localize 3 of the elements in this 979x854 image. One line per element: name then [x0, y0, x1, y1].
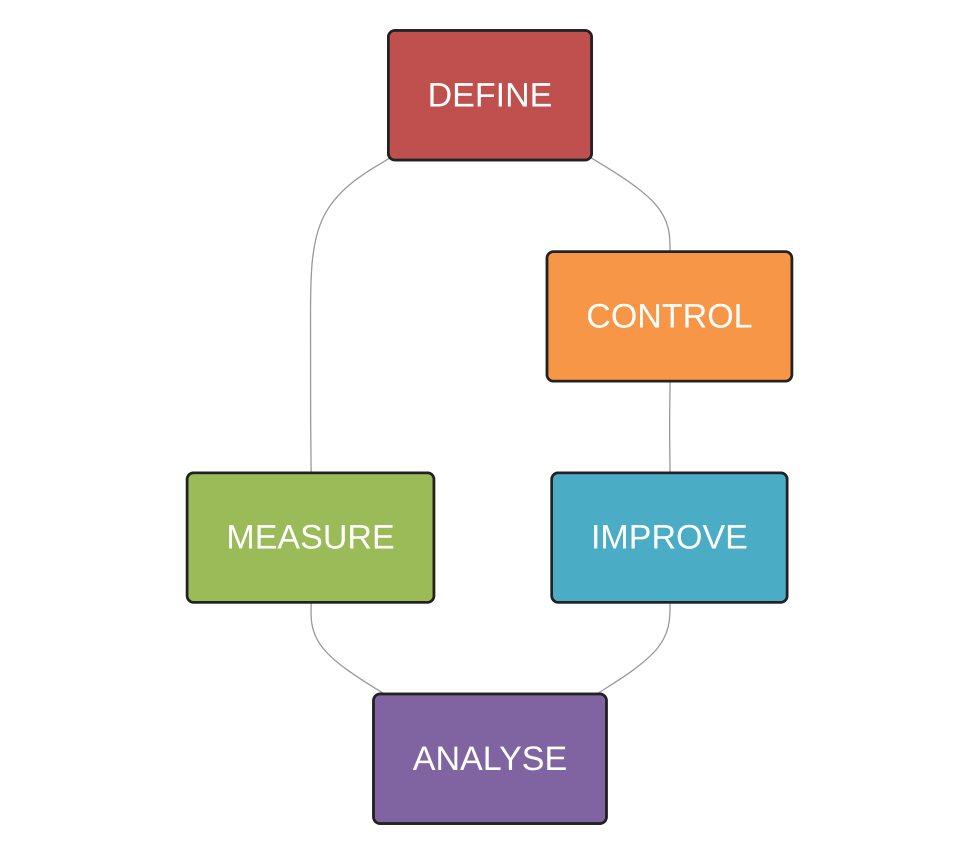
connector [310, 157, 390, 474]
connector [669, 382, 671, 474]
connector [590, 157, 671, 252]
